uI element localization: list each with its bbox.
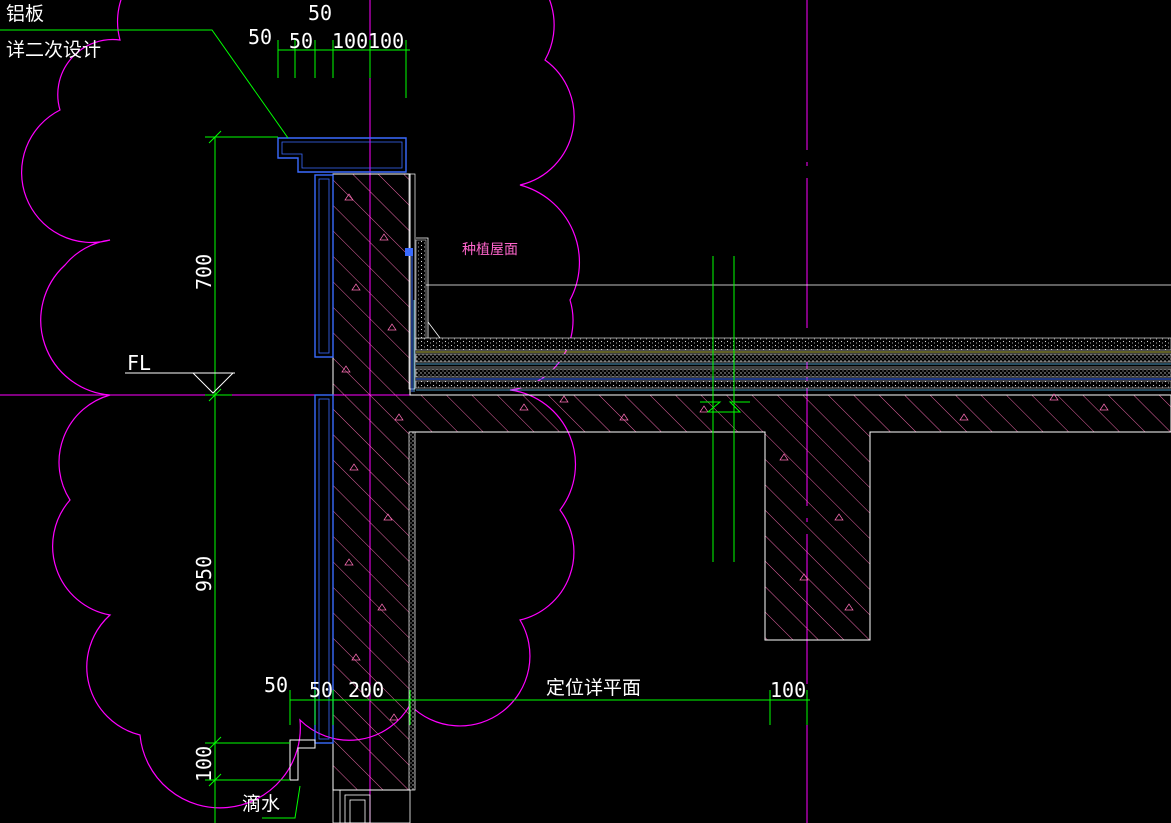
concrete-structure xyxy=(332,173,1171,791)
window-frame xyxy=(332,789,411,823)
floor-level-marker xyxy=(125,372,235,394)
dim-top-d: 100 xyxy=(368,29,404,53)
roof-build-up xyxy=(405,237,1171,392)
dim-left-950: 950 xyxy=(192,556,216,592)
dimension-lines xyxy=(0,29,810,823)
dim-top-c: 100 xyxy=(332,29,368,53)
break-line xyxy=(700,401,750,413)
label-drip: 滴水 xyxy=(242,793,280,815)
concrete-aggregate xyxy=(341,193,1109,721)
label-planting-roof: 种植屋面 xyxy=(462,242,518,258)
dim-bottom-200: 200 xyxy=(348,678,384,702)
aluminum-cladding xyxy=(277,137,407,744)
dim-top-50: 50 xyxy=(308,1,332,25)
dim-left-100: 100 xyxy=(192,746,216,782)
dim-top-a: 50 xyxy=(248,25,272,49)
dim-bottom-50b: 50 xyxy=(309,678,333,702)
dim-bottom-100: 100 xyxy=(770,678,806,702)
dim-left-700: 700 xyxy=(192,254,216,290)
interior-insulation xyxy=(408,431,416,791)
dim-bottom-50: 50 xyxy=(264,673,288,697)
revision-cloud xyxy=(21,0,580,809)
label-secondary-design: 详二次设计 xyxy=(6,39,101,61)
dim-top-b: 50 xyxy=(289,29,313,53)
label-aluminum-panel: 铝板 xyxy=(6,3,44,25)
label-floor-level: FL xyxy=(127,351,151,375)
label-positioning-plan: 定位详平面 xyxy=(546,677,641,699)
